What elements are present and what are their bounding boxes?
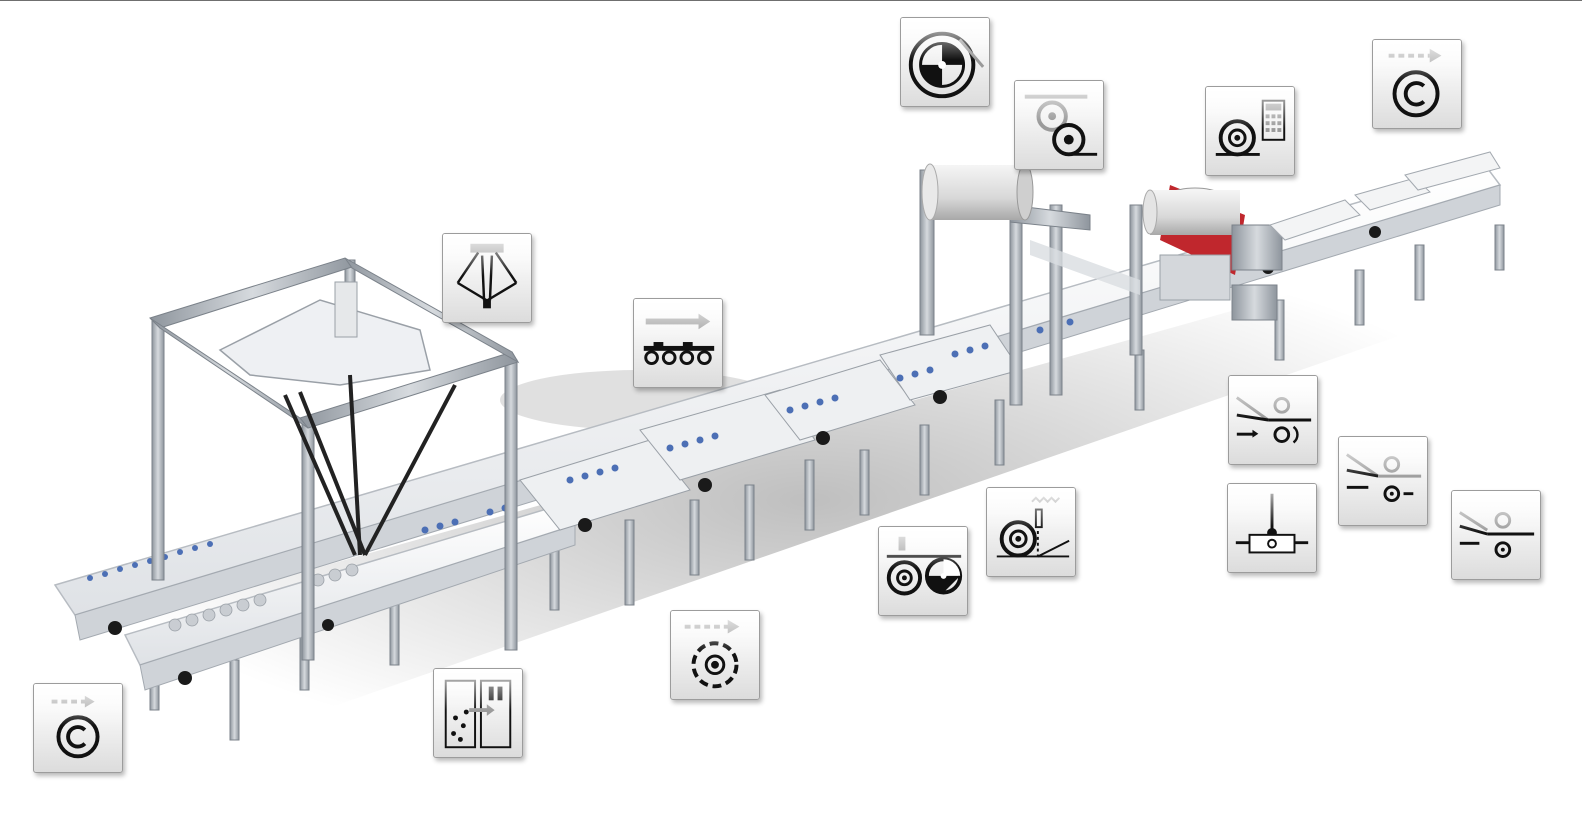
tray-pockets <box>168 563 359 632</box>
rotary-indexing-icon <box>670 610 760 700</box>
label-station <box>1142 185 1245 301</box>
roll-diameter-calculation-icon <box>1205 86 1295 176</box>
delta-robot-frame <box>149 257 520 661</box>
delta-robot-icon <box>442 233 532 323</box>
continuous-rotation-icon <box>33 683 123 773</box>
delta-robot-head <box>218 299 431 386</box>
wrapping-station-frame <box>919 169 1143 406</box>
product-grouping-icon <box>433 668 523 758</box>
conveyor-legs <box>149 224 1505 741</box>
winding-roll-icon <box>900 17 990 107</box>
flying-splice-icon <box>1228 375 1318 465</box>
dancer-tension-control-icon <box>1227 483 1317 573</box>
label-station-frame <box>1231 224 1283 321</box>
cutting-unit-icon <box>878 526 968 616</box>
cross-cutter-icon <box>1338 436 1428 526</box>
delta-robot-arms <box>283 374 457 556</box>
web-register-icon <box>986 487 1076 577</box>
infeed-conveyor-side <box>139 524 576 691</box>
film-roll <box>921 163 1034 221</box>
film-web <box>1030 240 1140 295</box>
top-border-line <box>0 0 1582 1</box>
conveyor-transport-icon <box>633 298 723 388</box>
roll-to-roll-sync-icon <box>1451 490 1541 580</box>
outfeed-modules <box>1269 151 1501 241</box>
continuous-rotation-icon <box>1372 39 1462 129</box>
drive-pulleys <box>108 226 1381 685</box>
robot-motor <box>334 281 358 338</box>
roll-changeover-icon <box>1014 80 1104 170</box>
